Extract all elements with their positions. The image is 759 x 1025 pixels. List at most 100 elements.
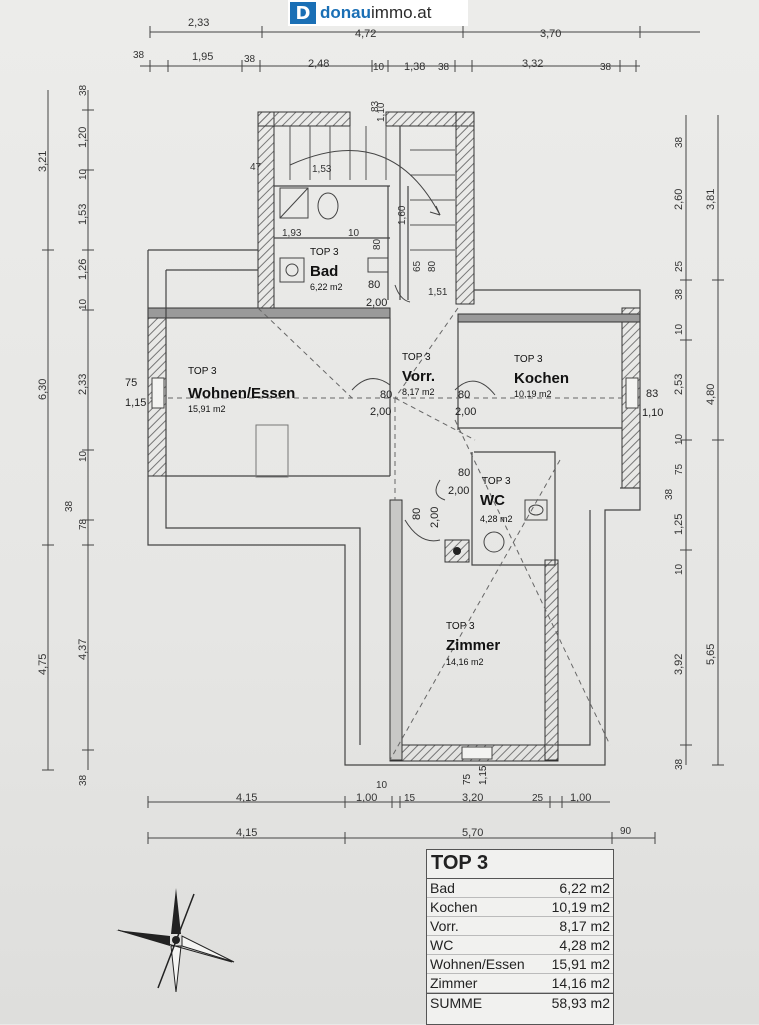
bathroom-fixtures bbox=[279, 187, 548, 553]
stair-dim-6: 80 bbox=[372, 238, 383, 250]
dim-top2-1: 1,95 bbox=[192, 51, 213, 63]
dim-right-inner-2: 25 bbox=[674, 260, 685, 272]
summary-label: Kochen bbox=[430, 899, 478, 915]
summary-row: WC 4,28 m2 bbox=[427, 936, 613, 955]
dim-left-inner-10: 38 bbox=[64, 500, 75, 512]
window-right-0: 83 bbox=[646, 388, 658, 400]
ceiling-diagonals bbox=[150, 307, 640, 761]
room-zimmer-name: Zimmer bbox=[446, 637, 500, 654]
door-dim-7: 2,00 bbox=[429, 507, 441, 528]
wc-bowl-icon bbox=[483, 531, 505, 553]
dim-bottom1-5: 25 bbox=[532, 793, 544, 804]
dim-left-inner-7: 10 bbox=[78, 450, 89, 462]
dim-right-inner-3: 38 bbox=[674, 288, 685, 300]
window-bottom bbox=[461, 746, 493, 760]
dim-bottom1-1: 1,00 bbox=[356, 792, 377, 804]
dim-right-inner-7: 75 bbox=[674, 463, 685, 475]
door-swings bbox=[351, 284, 496, 542]
window-left bbox=[151, 377, 165, 409]
door-dim-6: 80 bbox=[411, 508, 423, 520]
dim-right-inner-11: 3,92 bbox=[673, 654, 685, 675]
summary-value: 8,17 m2 bbox=[559, 918, 610, 934]
dim-right-outer-0: 3,81 bbox=[705, 189, 717, 210]
brand-logo[interactable]: D donauimmo.at bbox=[288, 0, 468, 26]
window-left-1: 1,15 bbox=[125, 397, 146, 409]
summary-title: TOP 3 bbox=[427, 850, 613, 879]
dim-top1-1: 4,72 bbox=[355, 28, 376, 40]
walls bbox=[147, 111, 641, 762]
room-vorr-name: Vorr. bbox=[402, 368, 435, 385]
room-kochen-top: TOP 3 bbox=[514, 354, 543, 365]
outline bbox=[147, 126, 641, 766]
logo-d-icon: D bbox=[290, 2, 316, 24]
door-dim-5: 2,00 bbox=[448, 485, 469, 497]
room-wc-top: TOP 3 bbox=[482, 476, 511, 487]
room-wc-area: 4,28 m2 bbox=[480, 514, 513, 524]
logo-brand-bold: donau bbox=[320, 3, 371, 22]
dim-bottom1-0: 4,15 bbox=[236, 792, 257, 804]
dim-right-inner-8: 38 bbox=[664, 488, 675, 500]
dim-right-outer-2: 5,65 bbox=[705, 644, 717, 665]
skylight bbox=[255, 424, 289, 478]
dim-left-outer-3: 38 bbox=[78, 774, 89, 786]
stair-dim-8: 80 bbox=[427, 260, 438, 272]
summary-value: 10,19 m2 bbox=[551, 899, 610, 915]
door-dim-9: 2,00 bbox=[366, 297, 387, 309]
room-wohnen-top: TOP 3 bbox=[188, 366, 217, 377]
stair-dim-10: 47 bbox=[250, 162, 262, 173]
dim-left-inner-2: 10 bbox=[78, 168, 89, 180]
room-wohnen-name: Wohnen/Essen bbox=[188, 385, 295, 402]
summary-label: WC bbox=[430, 937, 454, 953]
window-right bbox=[625, 377, 639, 409]
dim-top2-6: 38 bbox=[438, 62, 450, 73]
summary-value: 4,28 m2 bbox=[559, 937, 610, 953]
right-dimension-lines bbox=[680, 115, 724, 766]
dim-right-inner-9: 1,25 bbox=[673, 514, 685, 535]
dim-bottom2-2: 90 bbox=[620, 826, 632, 837]
left-dimension-lines bbox=[42, 90, 94, 771]
dim-bottom2-0: 4,15 bbox=[236, 827, 257, 839]
window-left-0: 75 bbox=[125, 377, 137, 389]
dim-top1-2: 3,70 bbox=[540, 28, 561, 40]
chimney-flue-icon bbox=[453, 547, 461, 555]
dim-right-inner-10: 10 bbox=[674, 563, 685, 575]
dim-right-inner-12: 38 bbox=[674, 758, 685, 770]
dim-left-inner-5: 10 bbox=[78, 298, 89, 310]
stair-dim-0: 83 bbox=[370, 100, 381, 112]
room-zimmer-top: TOP 3 bbox=[446, 621, 475, 632]
stair-dim-7: 65 bbox=[412, 260, 423, 272]
dim-left-outer-0: 3,21 bbox=[37, 151, 49, 172]
stair-dim-2: 1,53 bbox=[312, 164, 332, 175]
stair-dim-5: 1,60 bbox=[397, 205, 408, 225]
dim-right-inner-4: 10 bbox=[674, 323, 685, 335]
dim-left-inner-8: 78 bbox=[78, 518, 89, 530]
door-dim-4: 80 bbox=[458, 467, 470, 479]
stair-dim-9: 1,51 bbox=[428, 287, 448, 298]
window-bottom-0: 75 bbox=[462, 773, 473, 785]
room-bad-top: TOP 3 bbox=[310, 247, 339, 258]
room-wc-name: WC bbox=[480, 492, 505, 509]
dim-right-outer-1: 4,80 bbox=[705, 384, 717, 405]
dim-top2-8: 38 bbox=[600, 62, 612, 73]
window-bottom-1: 1,15 bbox=[478, 765, 489, 785]
dim-left-inner-3: 1,53 bbox=[77, 204, 89, 225]
dim-top2-0: 38 bbox=[133, 50, 145, 61]
room-bad-name: Bad bbox=[310, 263, 338, 280]
summary-row: Kochen 10,19 m2 bbox=[427, 898, 613, 917]
shower-icon bbox=[279, 187, 309, 219]
dim-bottom2-1: 5,70 bbox=[462, 827, 483, 839]
dim-left-inner-6: 2,33 bbox=[77, 374, 89, 395]
room-vorr-area: 8,17 m2 bbox=[402, 387, 435, 397]
dim-right-inner-5: 2,53 bbox=[673, 374, 685, 395]
summary-value: 15,91 m2 bbox=[551, 956, 610, 972]
summary-label: Zimmer bbox=[430, 975, 478, 991]
stair-dim-3: 1,93 bbox=[282, 228, 302, 239]
dim-top2-4: 10 bbox=[373, 62, 385, 73]
room-wohnen-area: 15,91 m2 bbox=[188, 404, 226, 414]
dim-right-inner-6: 10 bbox=[674, 433, 685, 445]
